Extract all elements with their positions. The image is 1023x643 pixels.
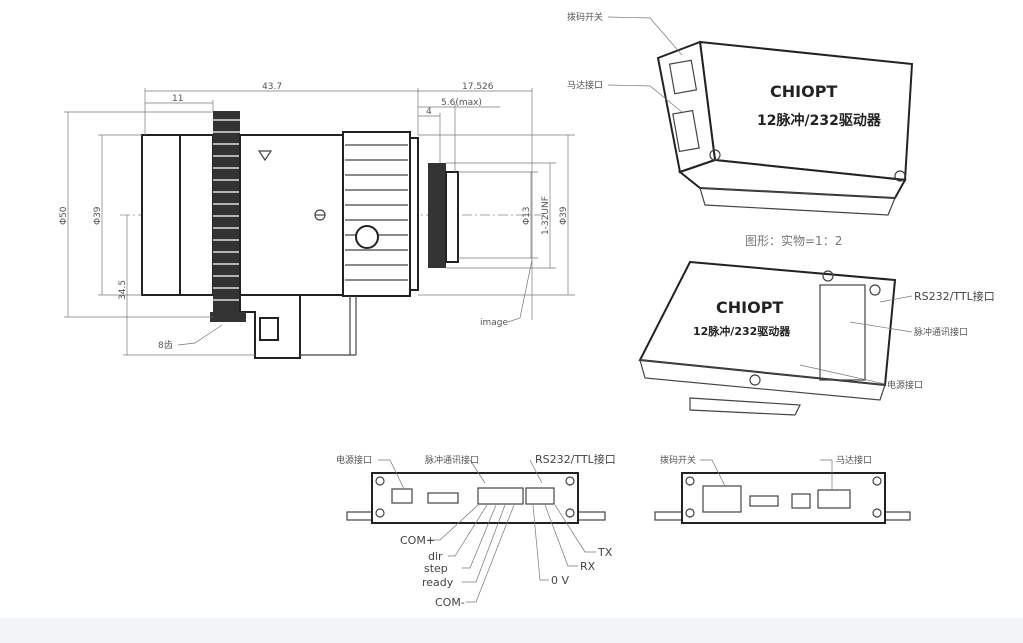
pulse-port-label: 脉冲通讯接口	[425, 454, 479, 466]
back-panel-view: 拨码开关 马达接口	[654, 454, 911, 524]
footer-bar	[0, 618, 1023, 643]
dim-axis-height: 34.5	[118, 280, 128, 300]
power-port-label: 电源接口	[887, 379, 923, 391]
gear-teeth-label: 8齿	[158, 340, 173, 351]
pin-com-plus: COM+	[400, 534, 435, 547]
brand-label: CHIOPT	[716, 298, 783, 317]
dim-overall-length: 43.7	[262, 82, 282, 92]
pulse-port-label: 脉冲通讯接口	[914, 326, 968, 338]
rs232-port-label: RS232/TTL接口	[535, 453, 616, 466]
mount-thread	[428, 163, 446, 268]
driver-top-view: CHIOPT 12脉冲/232驱动器 拨码开关 马达接口	[567, 11, 914, 216]
rs232-port-label: RS232/TTL接口	[914, 290, 995, 303]
driver-bottom-view: CHIOPT 12脉冲/232驱动器 RS232/TTL接口 脉冲通讯接口 电源…	[638, 260, 995, 416]
scale-note: 图形：实物=1：2	[745, 233, 842, 248]
gear-ring	[213, 111, 240, 318]
dip-switch-label: 拨码开关	[567, 11, 603, 23]
dim-max-protrusion: 5.6(max)	[441, 98, 482, 108]
model-label: 12脉冲/232驱动器	[693, 324, 791, 338]
pin-0v: 0 V	[551, 574, 569, 587]
dim-rear-dia: Φ13	[522, 206, 532, 225]
pin-com-minus: COM-	[435, 596, 465, 609]
pin-ready: ready	[422, 576, 454, 589]
dim-outer-dia: Φ50	[59, 206, 69, 225]
brand-label: CHIOPT	[770, 82, 837, 101]
image-plane-label: image	[480, 318, 508, 328]
motor-port-label: 马达接口	[567, 79, 603, 91]
dim-thread-length: 4	[426, 107, 432, 117]
technical-drawing: 43.7 11 17.526 5.6(max) 4 Φ50 Φ39 34.5 Φ…	[59, 11, 995, 609]
pin-tx: TX	[597, 546, 613, 559]
dim-thread: 1-32UNF	[541, 196, 551, 235]
power-port-label: 电源接口	[336, 454, 372, 466]
dim-front-to-gear: 11	[172, 94, 183, 104]
motor-port-label: 马达接口	[836, 454, 872, 466]
dim-back-focus: 17.526	[462, 82, 494, 92]
dim-body-dia: Φ39	[93, 206, 103, 225]
pin-dir: dir	[428, 550, 443, 563]
pin-step: step	[424, 562, 448, 575]
focus-ring	[342, 131, 411, 297]
dim-rear-body-dia: Φ39	[559, 206, 569, 225]
lens-front-ring	[141, 134, 181, 296]
pin-rx: RX	[580, 560, 596, 573]
lens-drawing: 43.7 11 17.526 5.6(max) 4 Φ50 Φ39 34.5 Φ…	[59, 82, 575, 359]
dip-switch-label: 拨码开关	[660, 454, 696, 466]
model-label: 12脉冲/232驱动器	[757, 112, 882, 129]
front-panel-view: 电源接口 脉冲通讯接口 RS232/TTL接口 COM+ dir step re…	[336, 453, 616, 609]
